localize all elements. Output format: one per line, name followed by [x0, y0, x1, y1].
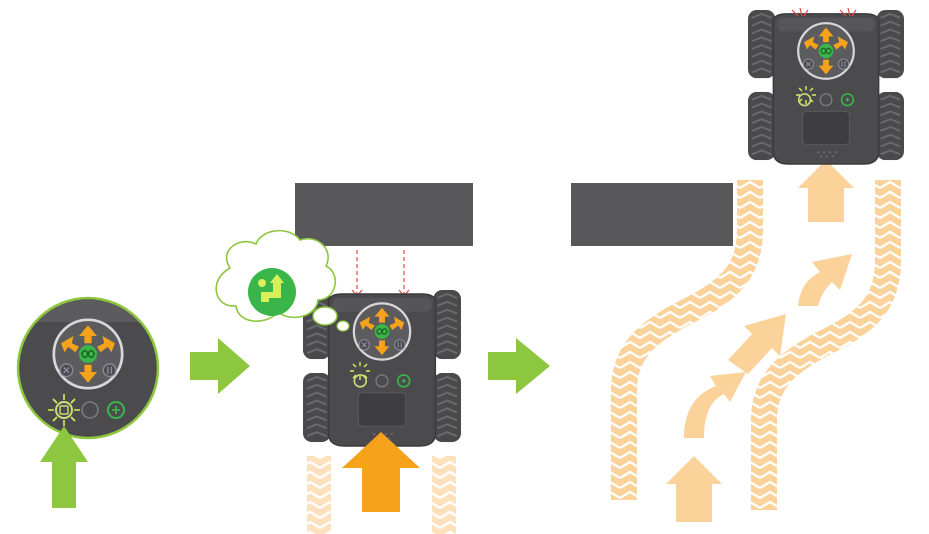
next-step-arrow-1	[190, 338, 250, 394]
next-step-arrow-2	[488, 338, 550, 394]
sensor-icon	[59, 405, 69, 415]
step-3-avoid-obstacle	[571, 7, 904, 522]
track-left	[307, 456, 331, 534]
forward-arrow	[342, 432, 420, 512]
sensor-indicator-marks	[791, 7, 857, 17]
sensor-beams	[356, 250, 405, 294]
press-arrow	[40, 426, 88, 508]
step-2-detect-obstacle	[215, 183, 473, 534]
zoom-lens	[16, 296, 160, 440]
sensor-mode-button	[55, 401, 73, 419]
step-1-press-button	[16, 296, 160, 508]
obstacle-block	[571, 183, 733, 246]
robot	[748, 10, 904, 164]
path-arrows	[666, 160, 854, 522]
obstacle-block	[295, 183, 473, 246]
direction-pad	[52, 318, 124, 390]
track-left	[611, 180, 763, 500]
track-right	[432, 456, 456, 534]
button-glow	[48, 394, 80, 426]
track-right	[751, 180, 901, 510]
thought-bubble	[215, 229, 350, 332]
